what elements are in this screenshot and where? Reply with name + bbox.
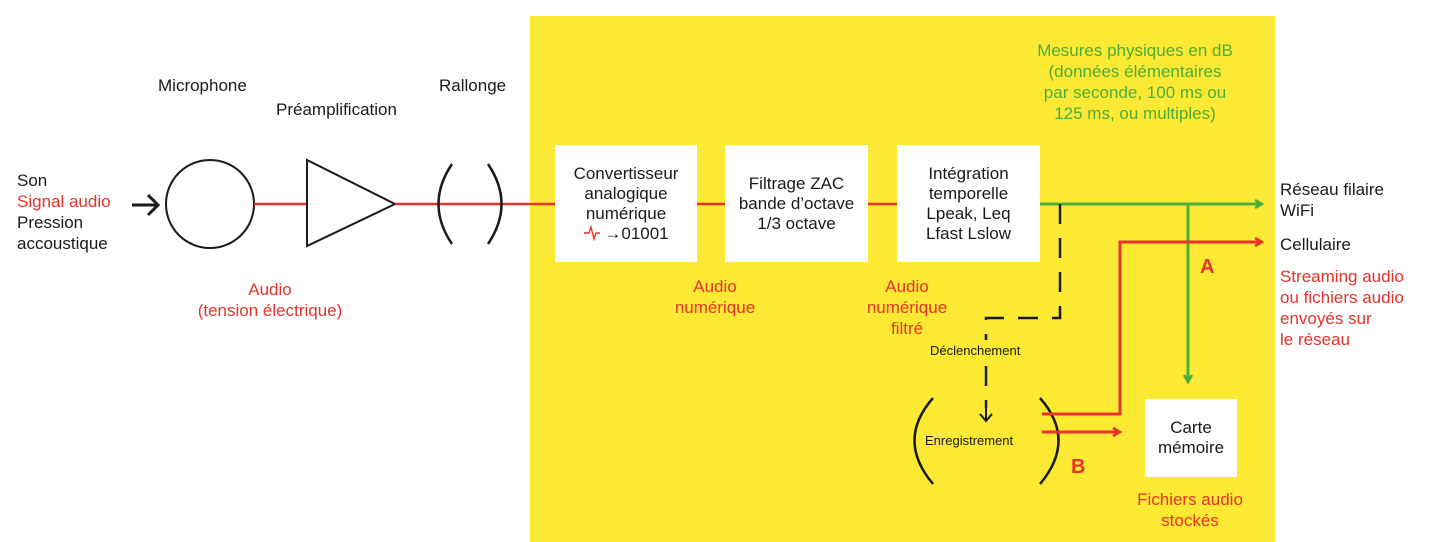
enregistrement-left-paren-icon — [913, 397, 934, 485]
audio-filtre-line2: numérique — [866, 298, 948, 317]
preamp-label: Préamplification — [276, 100, 397, 119]
filtrage-box: Filtrage ZAC bande d’octave 1/3 octave — [725, 145, 868, 262]
convertisseur-box: Convertisseur analogique numérique →0100… — [555, 145, 697, 262]
convertisseur-line1: Convertisseur — [573, 163, 679, 183]
marker-a: A — [1200, 256, 1215, 278]
audio-tension-line1: Audio — [248, 280, 292, 299]
filtrage-line3: 1/3 octave — [757, 213, 836, 233]
audio-filtre-label: Audio numérique filtré — [837, 276, 977, 339]
carte-line1: Carte — [1170, 418, 1212, 437]
integration-line1: Intégration — [928, 163, 1009, 183]
microphone-label: Microphone — [158, 76, 247, 95]
audio-filtre-line3: filtré — [890, 319, 924, 338]
integration-line3: Lpeak, Leq — [926, 203, 1011, 223]
reseau-line2: WiFi — [1280, 201, 1314, 220]
wave-icon — [584, 223, 601, 242]
marker-b: B — [1071, 456, 1086, 478]
enregistrement-right-paren-icon — [1039, 397, 1060, 485]
audio-numerique-line2: numérique — [674, 298, 756, 317]
input-labels: Son Signal audio Pression accoustique — [17, 170, 111, 254]
streaming-label: Streaming audio ou fichiers audio envoyé… — [1280, 266, 1404, 350]
convertisseur-line3: numérique — [585, 203, 667, 223]
streaming-line3: envoyés sur — [1280, 309, 1372, 328]
mesures-line2: (données élémentaires — [1048, 62, 1222, 81]
streaming-line1: Streaming audio — [1280, 267, 1404, 286]
rallonge-left-paren-icon — [437, 163, 454, 245]
preamp-triangle-icon — [306, 158, 398, 248]
input-accoustique: accoustique — [17, 234, 108, 253]
audio-numerique-label: Audio numérique — [645, 276, 785, 318]
input-arrow — [132, 193, 161, 217]
mesures-line3: par seconde, 100 ms ou — [1043, 83, 1227, 102]
mesures-label: Mesures physiques en dB (données élément… — [1010, 40, 1260, 124]
streaming-line4: le réseau — [1280, 330, 1350, 349]
carte-memoire-box: Carte mémoire — [1145, 399, 1237, 477]
mesures-line1: Mesures physiques en dB — [1037, 41, 1233, 60]
fichiers-line1: Fichiers audio — [1137, 490, 1243, 509]
convertisseur-line2: analogique — [584, 183, 668, 203]
declenchement-label: Déclenchement — [930, 343, 1021, 358]
rallonge-right-paren-icon — [486, 163, 503, 245]
integration-box: Intégration temporelle Lpeak, Leq Lfast … — [897, 145, 1040, 262]
integration-line2: temporelle — [928, 183, 1009, 203]
cellulaire-label: Cellulaire — [1280, 235, 1351, 254]
reseau-line1: Réseau filaire — [1280, 180, 1384, 199]
input-son: Son — [17, 171, 48, 190]
mesures-line4: 125 ms, ou multiples) — [1054, 104, 1216, 123]
fichiers-line2: stockés — [1161, 511, 1219, 530]
carte-line2: mémoire — [1157, 438, 1225, 457]
audio-filtre-line1: Audio — [885, 277, 929, 296]
input-pression: Pression — [17, 213, 84, 232]
declenchement-dashed-line — [984, 204, 1062, 408]
fichiers-stockes-label: Fichiers audio stockés — [1115, 489, 1265, 531]
trigger-arrow-icon — [979, 402, 993, 423]
enregistrement-label: Enregistrement — [925, 433, 1014, 448]
convertisseur-line4: →01001 — [583, 223, 669, 244]
streaming-line2: ou fichiers audio — [1280, 288, 1404, 307]
filtrage-line1: Filtrage ZAC — [748, 173, 845, 193]
reseau-label: Réseau filaire WiFi — [1280, 179, 1384, 221]
audio-tension-label: Audio (tension électrique) — [170, 279, 370, 321]
audio-tension-line2: (tension électrique) — [197, 301, 343, 320]
integration-line4: Lfast Lslow — [925, 223, 1012, 243]
audio-numerique-line1: Audio — [693, 277, 737, 296]
filtrage-line2: bande d’octave — [738, 193, 855, 213]
convertisseur-binary: →01001 — [604, 223, 669, 243]
input-signal-audio: Signal audio — [17, 192, 111, 211]
rallonge-label: Rallonge — [439, 76, 507, 95]
microphone-icon — [165, 159, 255, 249]
